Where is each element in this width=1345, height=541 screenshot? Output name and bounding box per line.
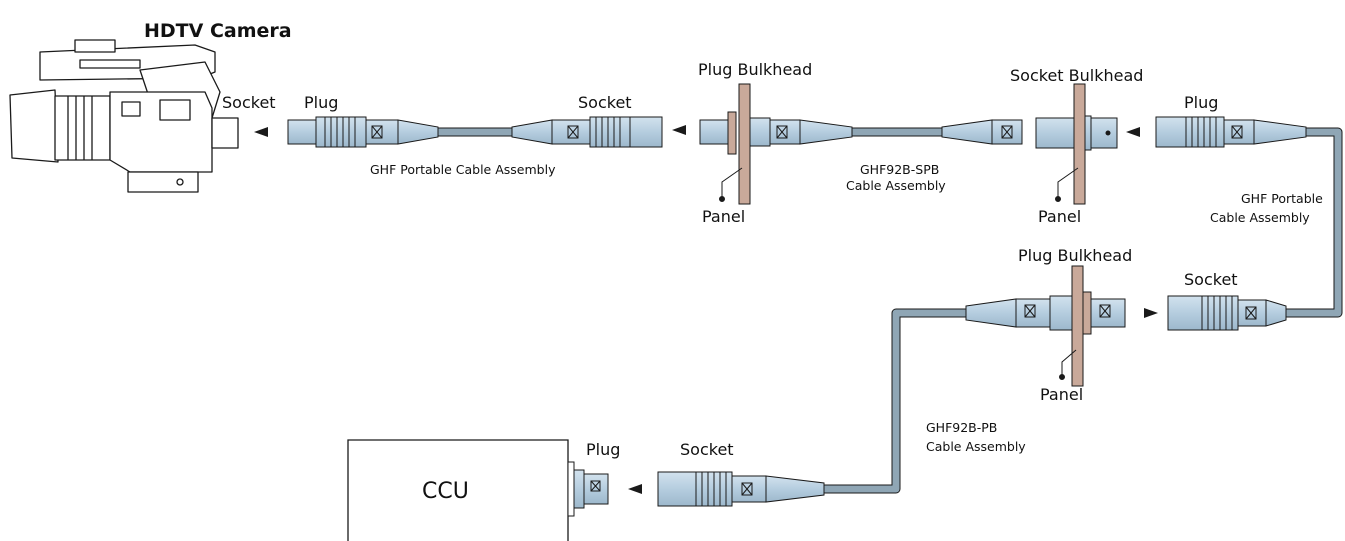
arrow-icon xyxy=(672,125,686,135)
panel-2-pointer xyxy=(1055,167,1079,202)
spb-cable-label-2: Cable Assembly xyxy=(846,178,946,193)
portable-cable-1-label: GHF Portable Cable Assembly xyxy=(370,162,556,177)
ccu-plug-label: Plug xyxy=(586,440,620,459)
plug-bulkhead-1 xyxy=(699,83,853,205)
spb-cable-label-1: GHF92B-SPB xyxy=(860,162,939,177)
socket-connector-1 xyxy=(511,116,663,148)
socket-bulkhead-label: Socket Bulkhead xyxy=(1010,66,1143,85)
portable-cable-2-label-1: GHF Portable xyxy=(1241,191,1323,206)
ccu-plug-connector xyxy=(567,461,609,517)
cables xyxy=(430,127,1343,494)
plug-bulkhead-2-label: Plug Bulkhead xyxy=(1018,246,1132,265)
socket-1-label: Socket xyxy=(578,93,632,112)
camera-socket-label: Socket xyxy=(222,93,276,112)
panel-3-pointer xyxy=(1059,349,1077,380)
socket-bulkhead xyxy=(941,83,1118,205)
socket-connector-2 xyxy=(1167,295,1287,331)
pb-cable-label-2: Cable Assembly xyxy=(926,439,1026,454)
arrow-icon xyxy=(1144,308,1158,318)
pb-cable xyxy=(822,308,972,494)
plug-connector-2 xyxy=(1155,116,1307,148)
plug-bulkhead-1-label: Plug Bulkhead xyxy=(698,60,812,79)
hdtv-camera-icon xyxy=(9,39,239,193)
portable-cable-2-label-2: Cable Assembly xyxy=(1210,210,1310,225)
panel-1-pointer xyxy=(719,167,743,202)
socket-2-label: Socket xyxy=(1184,270,1238,289)
socket-connector-3 xyxy=(657,471,825,507)
panel-2-label: Panel xyxy=(1038,207,1081,226)
arrow-icon xyxy=(628,484,642,494)
plug-2-label: Plug xyxy=(1184,93,1218,112)
plug-1-label: Plug xyxy=(304,93,338,112)
panel-3-label: Panel xyxy=(1040,385,1083,404)
socket-3-label: Socket xyxy=(680,440,734,459)
arrow-icon xyxy=(254,127,268,137)
portable-cable-2 xyxy=(1280,127,1343,318)
plug-bulkhead-2 xyxy=(965,265,1126,387)
hdtv-camera-label: HDTV Camera xyxy=(144,20,292,42)
arrow-icon xyxy=(1126,127,1140,137)
pb-cable-label-1: GHF92B-PB xyxy=(926,420,997,435)
plug-connector-1 xyxy=(287,116,439,148)
ccu-unit: CCU xyxy=(347,439,569,541)
ccu-label: CCU xyxy=(422,479,469,504)
panel-1-label: Panel xyxy=(702,207,745,226)
